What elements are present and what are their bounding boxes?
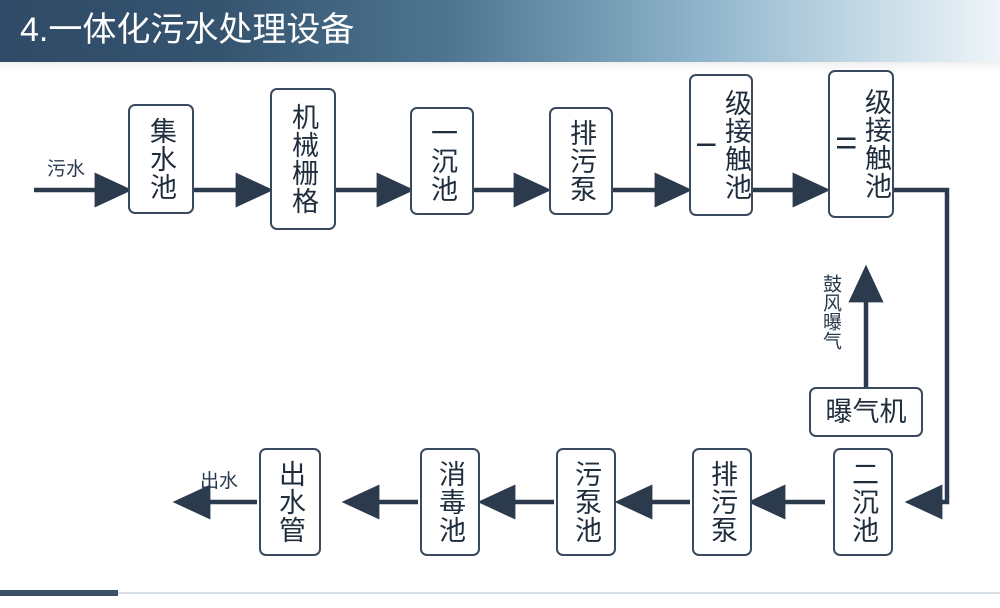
footer-accent-bar xyxy=(0,590,118,596)
node-label: 集水池 xyxy=(146,117,176,201)
node-contact-tank-1[interactable]: I 级接触池 xyxy=(689,74,753,216)
node-label: 级接触池 xyxy=(721,89,751,201)
aeration-label: 鼓风曝气 xyxy=(820,274,841,350)
node-label-roman: II xyxy=(831,135,861,153)
node-label: 曝气机 xyxy=(825,397,907,427)
flow-diagram: 污水 出水 集水池 机械栅格 一沉池 排污泵 I 级接触池 II 级接触池 鼓风… xyxy=(0,62,1000,596)
node-secondary-settling-tank[interactable]: 二沉池 xyxy=(833,448,893,556)
node-mechanical-grating[interactable]: 机械栅格 xyxy=(270,88,336,230)
node-label: 消毒池 xyxy=(435,460,465,544)
node-outlet-pipe[interactable]: 出水管 xyxy=(259,448,321,556)
header-bar: 4.一体化污水处理设备 xyxy=(0,0,1000,62)
node-blower[interactable]: 曝气机 xyxy=(809,387,923,437)
node-label: 出水管 xyxy=(275,460,305,544)
node-label: 级接触池 xyxy=(861,88,891,200)
node-label: 污泵池 xyxy=(571,460,601,544)
node-disinfection-tank[interactable]: 消毒池 xyxy=(420,448,480,556)
node-label: 机械栅格 xyxy=(288,103,318,215)
header-shadow xyxy=(0,62,1000,72)
page-title: 4.一体化污水处理设备 xyxy=(20,11,355,49)
node-sewage-pump-1[interactable]: 排污泵 xyxy=(549,107,613,215)
node-contact-tank-2[interactable]: II 级接触池 xyxy=(828,70,894,218)
node-label: 一沉池 xyxy=(427,119,457,203)
node-primary-settling-tank[interactable]: 一沉池 xyxy=(410,107,474,215)
node-sludge-pump-tank[interactable]: 污泵池 xyxy=(556,448,616,556)
diagram-connectors xyxy=(34,172,950,520)
inlet-label: 污水 xyxy=(47,159,86,180)
node-label: 排污泵 xyxy=(566,119,596,203)
footer-divider xyxy=(0,592,1000,594)
node-label: 二沉池 xyxy=(848,460,878,544)
node-collection-tank[interactable]: 集水池 xyxy=(128,104,194,214)
outlet-label: 出水 xyxy=(200,471,239,492)
node-sewage-pump-2[interactable]: 排污泵 xyxy=(692,448,752,556)
node-label: 排污泵 xyxy=(707,460,737,544)
node-label-roman: I xyxy=(691,140,721,150)
